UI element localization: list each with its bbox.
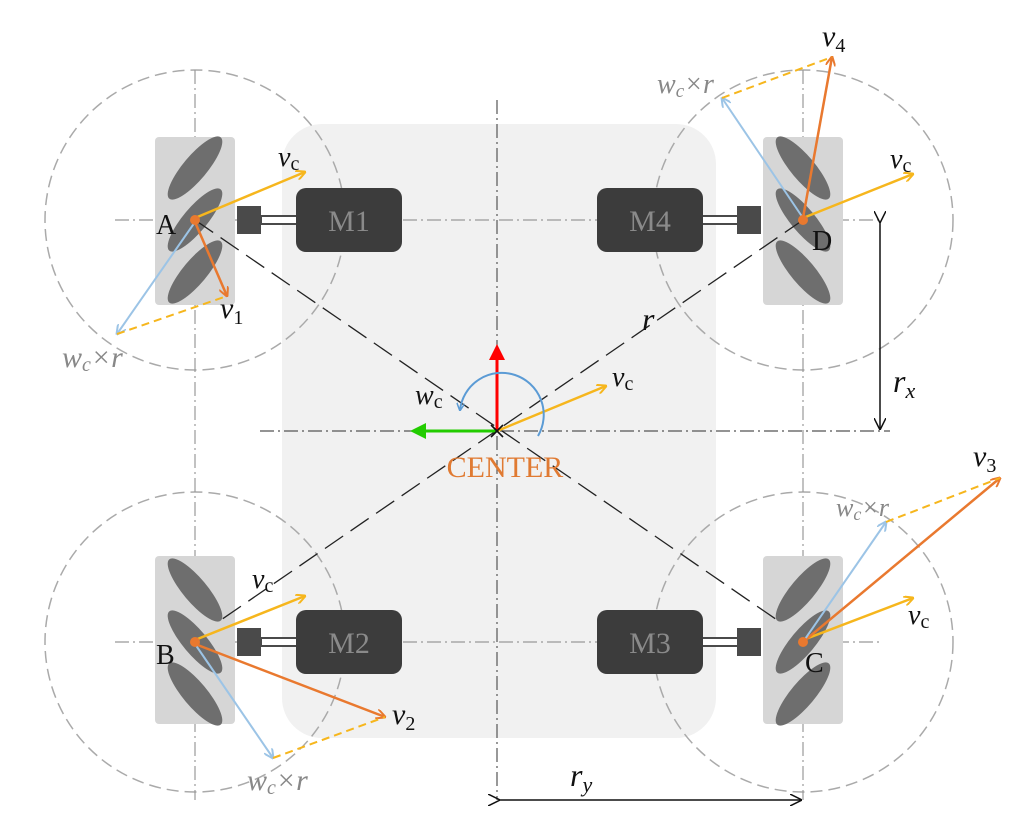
wheel-d-vc-label: vc: [890, 144, 911, 177]
wheel-b-label: B: [156, 640, 175, 671]
wheel-c-wxr-label: wc×r: [836, 493, 890, 524]
ry-label: ry: [570, 757, 592, 797]
center-axes: [260, 100, 890, 800]
center-vc-arrow: [496, 386, 606, 433]
wheel-c-vc-label: vc: [908, 600, 929, 633]
v1-label: v1: [220, 292, 243, 329]
wheel-b-vectors: [194, 596, 385, 758]
wheel-b-vc-label: vc: [252, 564, 273, 597]
wheel-a-label: A: [156, 210, 177, 241]
center-label: CENTER: [447, 451, 564, 484]
center-vectors: [410, 344, 606, 439]
motor-m2: M2: [237, 610, 402, 674]
center-vc-label: vc: [612, 362, 633, 395]
wheel-a-vectors: [117, 172, 305, 334]
motor-m2-label: M2: [328, 627, 370, 660]
center-marker: [490, 424, 504, 438]
motor-m3-label: M3: [629, 627, 671, 660]
r-label: r: [642, 301, 655, 337]
center-wc-label: wc: [415, 380, 443, 413]
wheel-b-wxr-label: wc×r: [247, 764, 308, 799]
motor-m4: M4: [597, 188, 761, 252]
motor-m1-label: M1: [328, 205, 370, 238]
v3-label: v3: [973, 440, 996, 477]
wheel-center-dots: [190, 215, 808, 647]
wheel-d-label: D: [812, 226, 832, 257]
wheel-a-vc-label: vc: [278, 142, 299, 175]
wheel-c-vectors: [802, 478, 1000, 643]
motor-m1: M1: [237, 188, 402, 252]
v4-label: v4: [822, 20, 845, 57]
motor-m3: M3: [597, 610, 761, 674]
center-rotation-arc: [460, 371, 545, 437]
wheel-a-wxr-label: wc×r: [62, 341, 123, 376]
radius-lines: [194, 219, 804, 623]
wheel-c-label: C: [805, 648, 824, 679]
wheel-d-vectors: [722, 57, 913, 220]
v2-label: v2: [392, 698, 415, 735]
rx-label: rx: [893, 363, 915, 403]
motor-m4-label: M4: [629, 205, 671, 238]
wheel-d-wxr-label: wc×r: [657, 69, 714, 102]
